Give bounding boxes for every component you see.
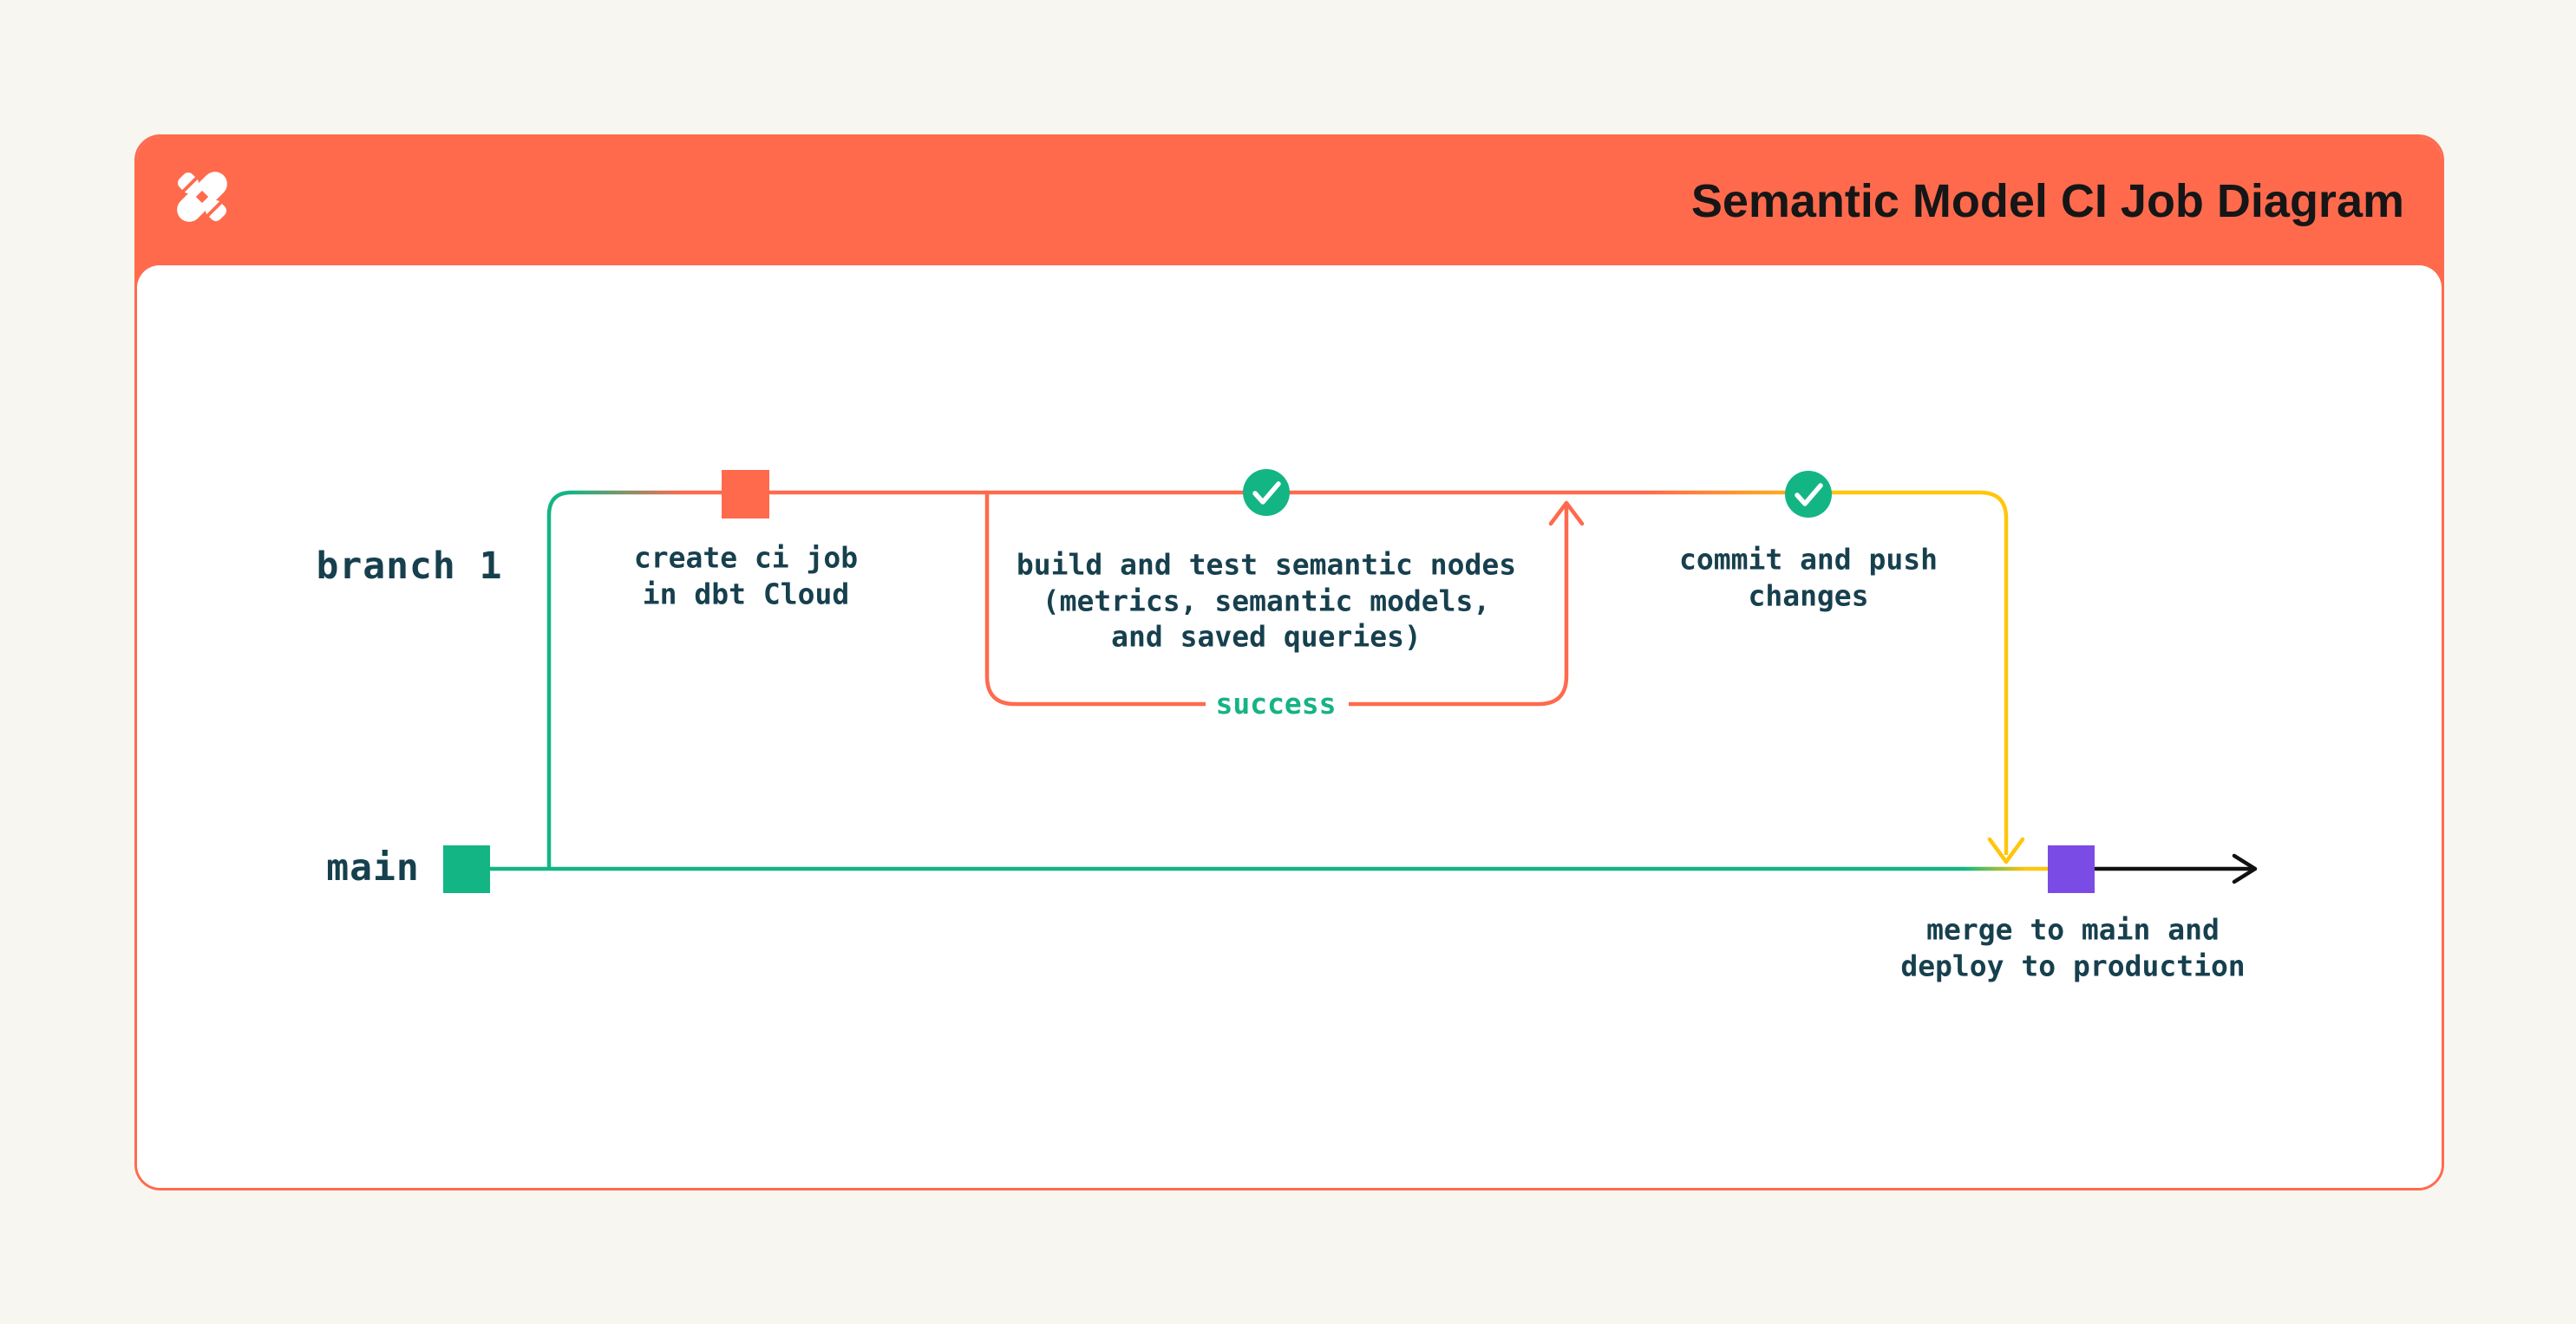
success-loop-arrowhead-icon <box>1548 500 1585 526</box>
merge-deploy-label: merge to main and deploy to production <box>1900 912 2246 982</box>
create-ci-job-label: create ci job in dbt Cloud <box>633 540 859 610</box>
success-loop-left <box>984 494 1206 707</box>
page-title: Semantic Model CI Job Diagram <box>1690 175 2404 227</box>
commit-and-push-label: commit and push changes <box>1678 542 1939 612</box>
card-body <box>137 265 2442 1188</box>
build-and-test-label: build and test semantic nodes (metrics, … <box>1016 547 1517 654</box>
branch-1-label: branch 1 <box>316 544 503 588</box>
merge-commit-square <box>2048 845 2095 893</box>
commit-push-check-icon <box>1785 471 1832 518</box>
success-label: success <box>1215 687 1337 721</box>
production-arrowhead-icon <box>2232 853 2258 884</box>
dbt-logo <box>168 163 236 231</box>
success-loop-right <box>1349 506 1569 707</box>
diagram-card: Semantic Model CI Job Diagram <box>134 134 2444 1190</box>
dbt-logo-icon <box>177 172 227 222</box>
main-commit-square <box>443 845 490 893</box>
merge-arrowhead-icon <box>1987 837 2025 864</box>
card-header: Semantic Model CI Job Diagram <box>137 137 2442 286</box>
main-label: main <box>326 845 420 890</box>
build-test-check-icon <box>1243 469 1290 516</box>
create-ci-job-commit-square <box>722 470 769 519</box>
